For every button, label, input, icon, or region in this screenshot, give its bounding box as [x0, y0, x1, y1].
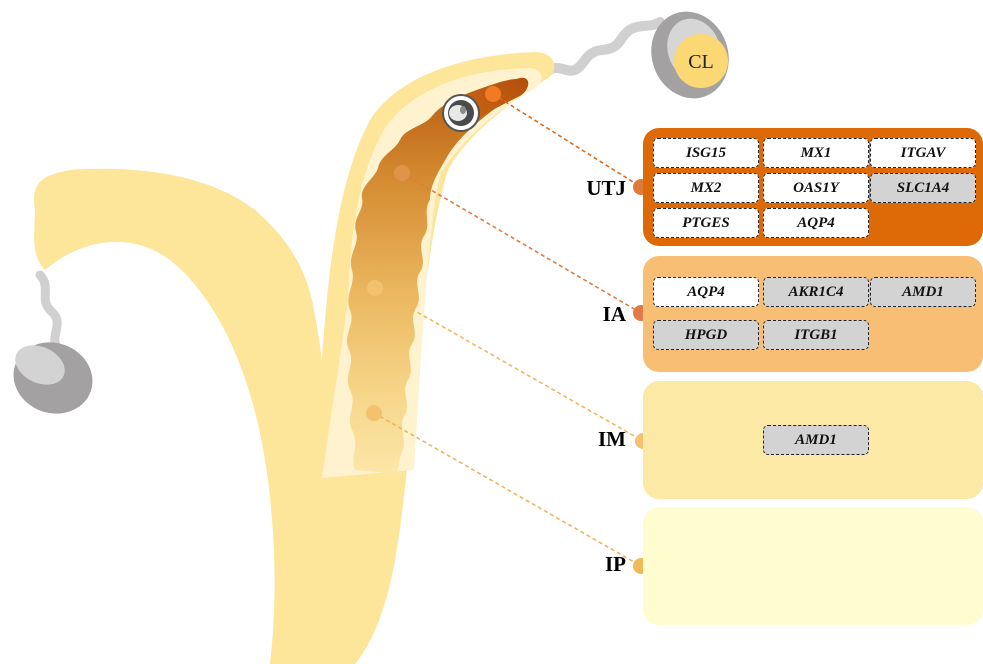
region-label-ip: IP — [566, 552, 626, 577]
gene-box: ITGAV — [870, 138, 976, 168]
left-oviduct — [40, 275, 60, 350]
uterus-body — [34, 52, 554, 664]
gene-box: AMD1 — [870, 277, 976, 307]
gene-box: MX2 — [653, 173, 759, 203]
gene-box: SLC1A4 — [870, 173, 976, 203]
gene-box: HPGD — [653, 320, 759, 350]
region-label-utj: UTJ — [566, 176, 626, 201]
source-dot-ip — [366, 405, 382, 421]
connector-utj — [493, 94, 641, 187]
gene-box: PTGES — [653, 208, 759, 238]
source-dot-im — [367, 280, 383, 296]
region-label-im: IM — [566, 427, 626, 452]
source-dot-utj — [485, 86, 501, 102]
embryo-icon — [443, 95, 479, 131]
ip-panel — [643, 507, 983, 625]
gene-box: ISG15 — [653, 138, 759, 168]
ia-panel — [643, 256, 983, 372]
corpus-luteum-label: CL — [688, 51, 714, 73]
gene-box: AKR1C4 — [763, 277, 869, 307]
gene-box: ITGB1 — [763, 320, 869, 350]
gene-box: MX1 — [763, 138, 869, 168]
gene-box: AMD1 — [763, 425, 869, 455]
region-label-ia: IA — [566, 302, 626, 327]
gene-box: AQP4 — [763, 208, 869, 238]
gene-box: AQP4 — [653, 277, 759, 307]
source-dot-ia — [394, 165, 410, 181]
gene-box: OAS1Y — [763, 173, 869, 203]
right-oviduct — [548, 22, 660, 71]
